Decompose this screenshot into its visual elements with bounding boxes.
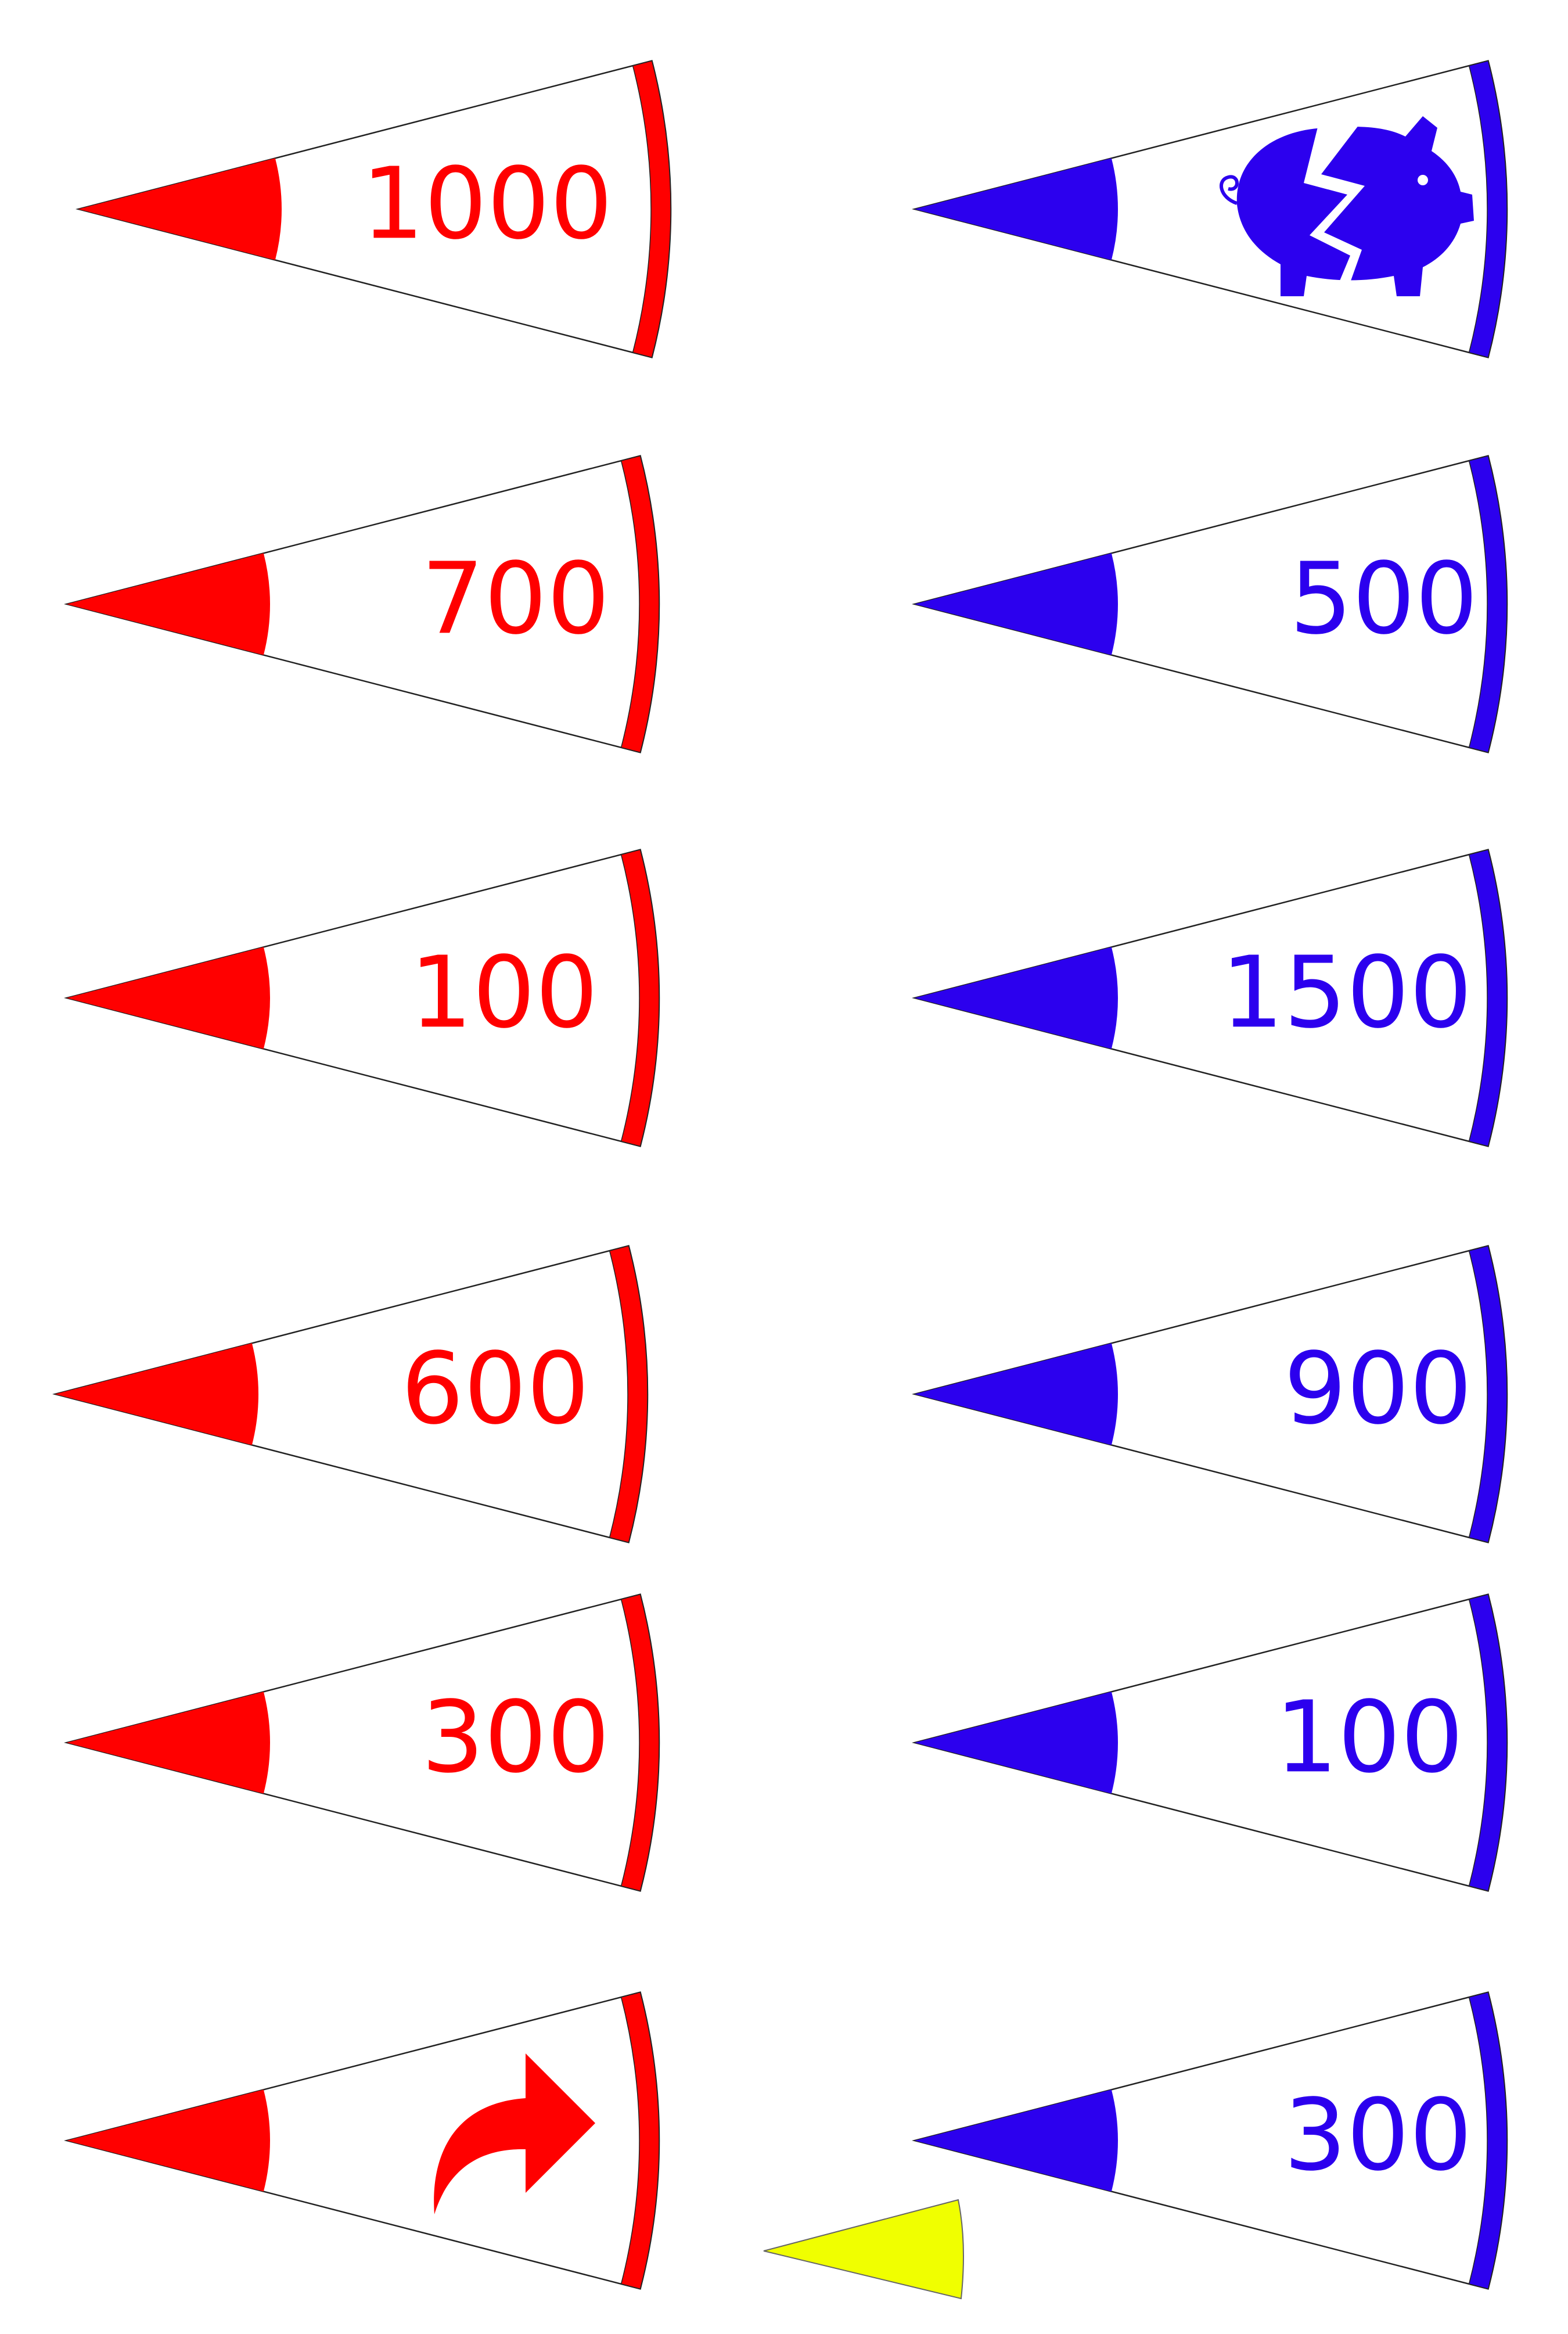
wedge-rim bbox=[609, 1245, 648, 1543]
wedge-rim bbox=[1468, 1245, 1508, 1543]
wedge-tip bbox=[55, 1343, 259, 1445]
wedge-rim bbox=[1468, 1593, 1508, 1892]
wedge-rim bbox=[1468, 1991, 1508, 2290]
wedge-value-label: 100 bbox=[410, 935, 598, 1050]
wedge-rim bbox=[620, 849, 660, 1147]
wedge-rim bbox=[632, 60, 671, 358]
wedge-tip bbox=[915, 947, 1118, 1049]
wedge-rim bbox=[1468, 455, 1508, 753]
wedge-value-label: 300 bbox=[422, 1680, 610, 1795]
wedge-tip bbox=[67, 2089, 270, 2192]
wedge-card-7: 600 bbox=[52, 1245, 649, 1543]
wedge-rim bbox=[1468, 60, 1508, 358]
wedge-card-11 bbox=[64, 1991, 660, 2290]
wedge-tip bbox=[67, 1692, 270, 1794]
pointer-wedge-icon bbox=[763, 2199, 964, 2300]
wedge-value-label: 500 bbox=[1290, 541, 1478, 656]
wedge-rim bbox=[620, 1991, 660, 2290]
wedge-rim bbox=[620, 455, 660, 753]
wedge-card-5: 100 bbox=[64, 849, 660, 1147]
wedge-value-label: 900 bbox=[1284, 1331, 1472, 1446]
wedge-card-4: 500 bbox=[912, 455, 1508, 753]
wedge-card-12: 300 bbox=[912, 1991, 1508, 2290]
wedge-rim bbox=[1468, 849, 1508, 1147]
wedge-card-8: 900 bbox=[912, 1245, 1508, 1543]
wedge-card-6: 1500 bbox=[912, 849, 1508, 1147]
wedge-value-label: 700 bbox=[422, 541, 610, 656]
wedge-tip bbox=[915, 2089, 1118, 2192]
wedge-card-2 bbox=[912, 60, 1508, 358]
wedge-tip bbox=[915, 553, 1118, 655]
curved-arrow-icon bbox=[434, 2053, 595, 2214]
wedge-value-label: 300 bbox=[1284, 2078, 1472, 2193]
wedge-card-9: 300 bbox=[64, 1593, 660, 1892]
wedge-tip bbox=[915, 1343, 1118, 1445]
broken-piggy-bank-icon bbox=[1220, 116, 1474, 296]
wedge-tip bbox=[67, 553, 270, 655]
wedge-value-label: 1500 bbox=[1221, 935, 1472, 1050]
wedge-card-10: 100 bbox=[912, 1593, 1508, 1892]
wedge-value-label: 600 bbox=[401, 1331, 589, 1446]
wedge-tip bbox=[78, 158, 282, 260]
wedge-card-3: 700 bbox=[64, 455, 660, 753]
wedge-value-label: 1000 bbox=[361, 146, 613, 261]
wedge-value-label: 100 bbox=[1275, 1680, 1463, 1795]
wedge-tip bbox=[915, 1692, 1118, 1794]
wedge-rim bbox=[620, 1593, 660, 1892]
wedge-tip bbox=[915, 158, 1118, 260]
wedge-card-1: 1000 bbox=[75, 60, 672, 358]
wedge-tip bbox=[67, 947, 270, 1049]
